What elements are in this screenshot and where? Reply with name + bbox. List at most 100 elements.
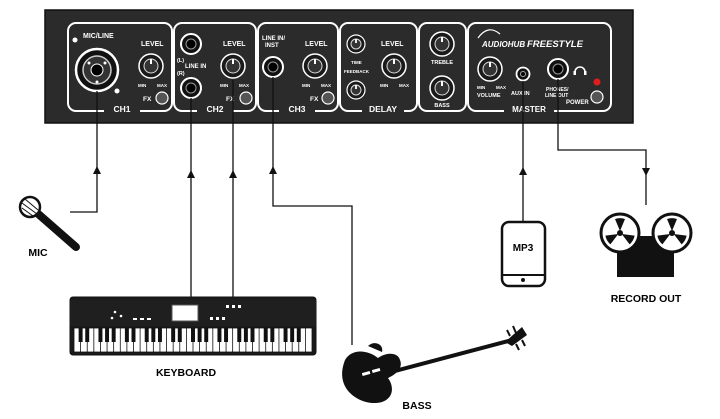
ch2-max-label: MAX bbox=[239, 83, 249, 88]
black-key bbox=[250, 328, 255, 342]
delay-level-label: LEVEL bbox=[381, 41, 404, 48]
black-key bbox=[171, 328, 176, 342]
black-key bbox=[263, 328, 268, 342]
model-name: FREESTYLE bbox=[527, 39, 584, 50]
brand-name: AUDIOHUB bbox=[481, 40, 525, 49]
ch2-right-jack[interactable] bbox=[180, 77, 202, 99]
ch3-level-label: LEVEL bbox=[305, 41, 328, 48]
ch1-level-knob[interactable] bbox=[138, 53, 164, 79]
ch2-name: CH2 bbox=[206, 104, 223, 114]
ch2-level-label: LEVEL bbox=[223, 41, 246, 48]
black-key bbox=[85, 328, 90, 342]
bass-knob[interactable] bbox=[429, 75, 455, 101]
ch1-combo-jack[interactable] bbox=[74, 47, 120, 93]
delay-level-knob[interactable] bbox=[381, 53, 407, 79]
ch2-fx-label: FX bbox=[226, 96, 235, 103]
black-key bbox=[270, 328, 275, 342]
arrow-up-icon bbox=[519, 167, 527, 175]
headphones-icon bbox=[574, 66, 586, 73]
arrow-up-icon bbox=[229, 170, 237, 178]
delay-feedback-label: FEEDBACK bbox=[344, 69, 370, 74]
delay-feedback-knob[interactable] bbox=[346, 80, 366, 100]
record-out-label: RECORD OUT bbox=[611, 293, 682, 305]
signal-arrows bbox=[93, 166, 650, 178]
bass-guitar-icon bbox=[342, 325, 527, 404]
delay-min-label: MIN bbox=[380, 83, 388, 88]
ch2-level-knob[interactable] bbox=[220, 53, 246, 79]
black-key bbox=[124, 328, 129, 342]
ch1-input-label: MIC/LINE bbox=[83, 33, 114, 40]
bass-cable bbox=[272, 77, 353, 345]
ch1-max-label: MAX bbox=[157, 83, 167, 88]
arrow-up-icon bbox=[187, 170, 195, 178]
black-key bbox=[224, 328, 229, 342]
delay-name: DELAY bbox=[369, 104, 397, 114]
eq-bass-label: BASS bbox=[434, 103, 450, 109]
black-key bbox=[204, 328, 209, 342]
delay-max-label: MAX bbox=[399, 83, 409, 88]
ch1-fx-label: FX bbox=[143, 96, 152, 103]
master-max-label: MAX bbox=[496, 85, 506, 90]
ch1-fx-button[interactable] bbox=[155, 91, 169, 105]
ch2-right-label: (R) bbox=[177, 71, 185, 77]
eq-section bbox=[418, 22, 467, 112]
treble-knob[interactable] bbox=[429, 31, 455, 57]
ch2-left-jack[interactable] bbox=[180, 33, 202, 55]
mic-cable bbox=[70, 91, 98, 213]
arrow-up-icon bbox=[269, 166, 277, 174]
phones-label: PHONES/LINE OUT bbox=[545, 87, 569, 99]
keyboard-icon bbox=[69, 296, 317, 356]
black-key bbox=[191, 328, 195, 342]
black-key bbox=[98, 328, 103, 342]
mp3-label: MP3 bbox=[513, 243, 534, 254]
black-key bbox=[157, 328, 162, 342]
master-min-label: MIN bbox=[477, 85, 485, 90]
mic-label: MIC bbox=[28, 247, 48, 259]
ch3-input-label: LINE IN/INST bbox=[262, 36, 285, 49]
master-volume-knob[interactable] bbox=[477, 56, 503, 82]
black-key bbox=[197, 328, 202, 342]
mp3-player-icon bbox=[500, 220, 547, 288]
treble-label: TREBLE bbox=[431, 60, 453, 66]
ch3-input-jack[interactable] bbox=[262, 56, 284, 78]
power-label: POWER bbox=[566, 100, 589, 106]
black-key bbox=[78, 328, 83, 342]
black-key bbox=[296, 328, 301, 342]
ch3-fx-label: FX bbox=[310, 96, 319, 103]
ch2-min-label: MIN bbox=[220, 83, 228, 88]
arrow-down-icon bbox=[642, 168, 650, 176]
screw-icon bbox=[114, 88, 120, 94]
black-key bbox=[177, 328, 182, 342]
ch2-fx-button[interactable] bbox=[239, 91, 253, 105]
black-key bbox=[217, 328, 222, 342]
tape-recorder-icon bbox=[599, 212, 693, 277]
ch3-level-knob[interactable] bbox=[302, 53, 328, 79]
screw-icon bbox=[72, 37, 78, 43]
ch1-level-label: LEVEL bbox=[141, 41, 164, 48]
black-key bbox=[290, 328, 295, 342]
aux-in-jack[interactable] bbox=[515, 66, 531, 82]
record-out-cable bbox=[557, 79, 647, 205]
master-name: MASTER bbox=[512, 105, 546, 114]
ch1-name: CH1 bbox=[113, 104, 130, 114]
master-volume-label: VOLUME bbox=[477, 93, 501, 99]
ch3-fx-button[interactable] bbox=[321, 91, 335, 105]
ch2-input-label: LINE IN bbox=[185, 64, 206, 70]
keyboard-display bbox=[171, 304, 199, 322]
brand-logo: AUDIOHUB FREESTYLE bbox=[477, 29, 584, 50]
ch3-max-label: MAX bbox=[321, 83, 331, 88]
black-key bbox=[131, 328, 136, 342]
power-button[interactable] bbox=[590, 90, 604, 104]
keyboard-label: KEYBOARD bbox=[156, 367, 217, 379]
delay-time-knob[interactable] bbox=[346, 34, 366, 54]
phones-line-out-jack[interactable] bbox=[547, 58, 569, 80]
black-key bbox=[111, 328, 116, 342]
black-key bbox=[237, 328, 242, 342]
power-led bbox=[593, 78, 601, 86]
mixer-panel: MIC/LINE LEVEL MIN MAX FX CH1 (L) LINE I… bbox=[44, 9, 634, 124]
arrow-up-icon bbox=[93, 166, 101, 174]
ch1-min-label: MIN bbox=[138, 83, 146, 88]
black-key bbox=[151, 328, 156, 342]
